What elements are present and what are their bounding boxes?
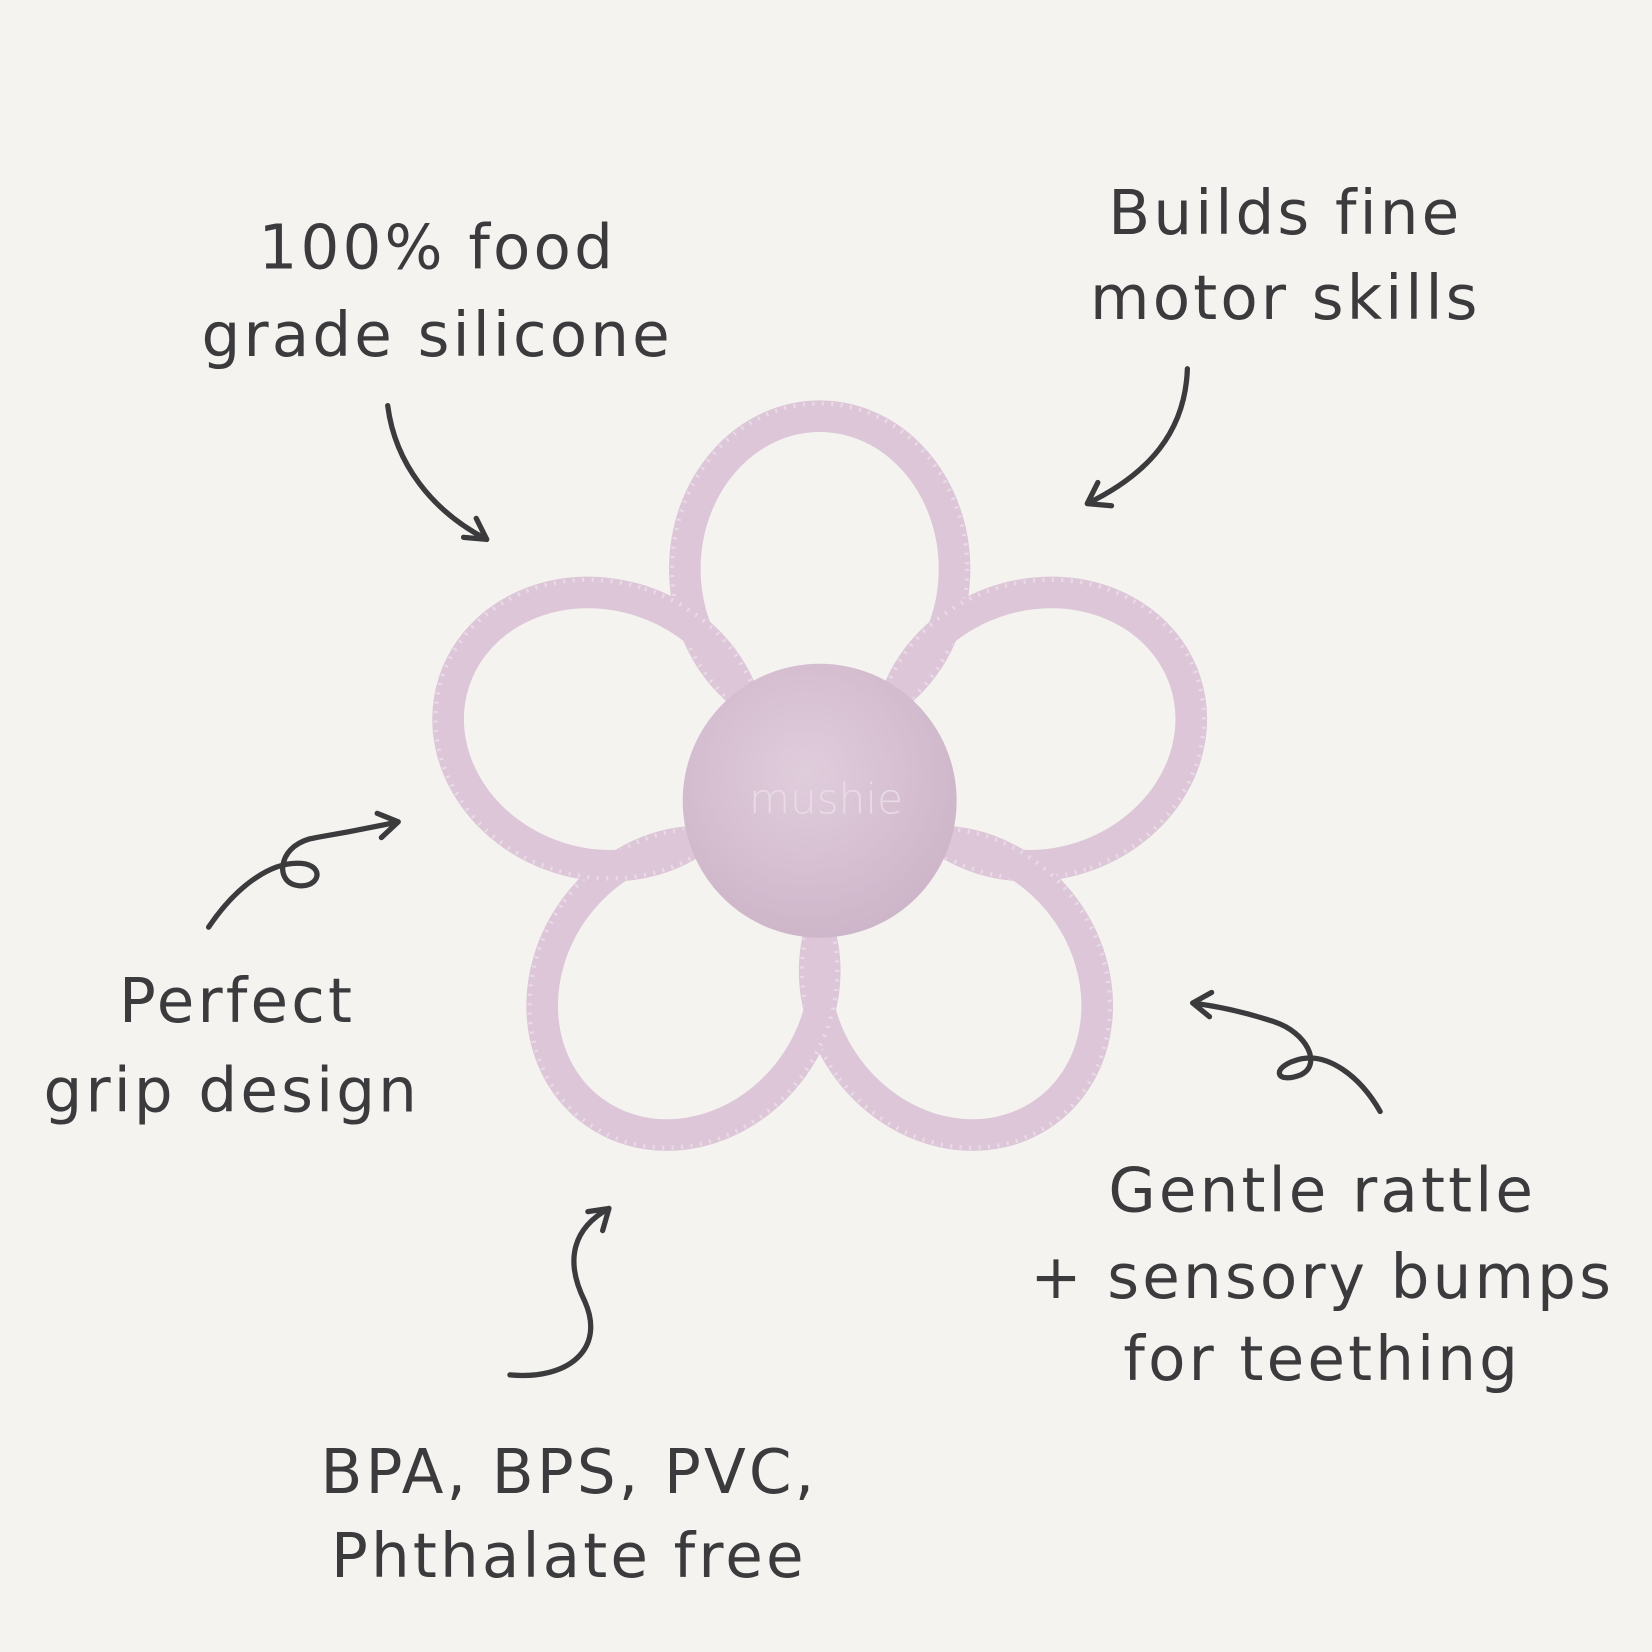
callout-free-line2: Phthalate free (331, 1521, 807, 1592)
callout-grip: Perfect grip design (44, 810, 421, 1127)
callout-silicone: 100% food grade silicone (202, 213, 673, 543)
arrow-icon (1084, 366, 1191, 509)
callout-grip-line1: Perfect (119, 966, 355, 1037)
callout-rattle-line1: Gentle rattle (1108, 1156, 1536, 1227)
arrow-icon (1190, 989, 1383, 1115)
callout-motor-line1: Builds fine (1108, 178, 1462, 249)
callout-silicone-line1: 100% food (258, 213, 616, 284)
center-ball (682, 663, 957, 938)
callout-rattle: Gentle rattle + sensory bumps for teethi… (1030, 989, 1614, 1395)
callout-rattle-line2: + sensory bumps (1030, 1242, 1614, 1313)
callout-rattle-line3: for teething (1123, 1324, 1521, 1395)
arrow-icon (507, 1205, 612, 1379)
callout-silicone-line2: grade silicone (202, 300, 673, 371)
callout-grip-line2: grip design (44, 1056, 421, 1127)
brand-logo: mushie (749, 774, 903, 823)
callout-motor: Builds fine motor skills (1084, 178, 1481, 509)
callout-motor-line2: motor skills (1090, 263, 1481, 334)
callout-free: BPA, BPS, PVC, Phthalate free (321, 1205, 818, 1592)
flower-teether: mushie (432, 400, 1208, 1151)
arrow-icon (205, 810, 401, 930)
callout-free-line1: BPA, BPS, PVC, (321, 1437, 818, 1508)
arrow-icon (385, 402, 490, 543)
